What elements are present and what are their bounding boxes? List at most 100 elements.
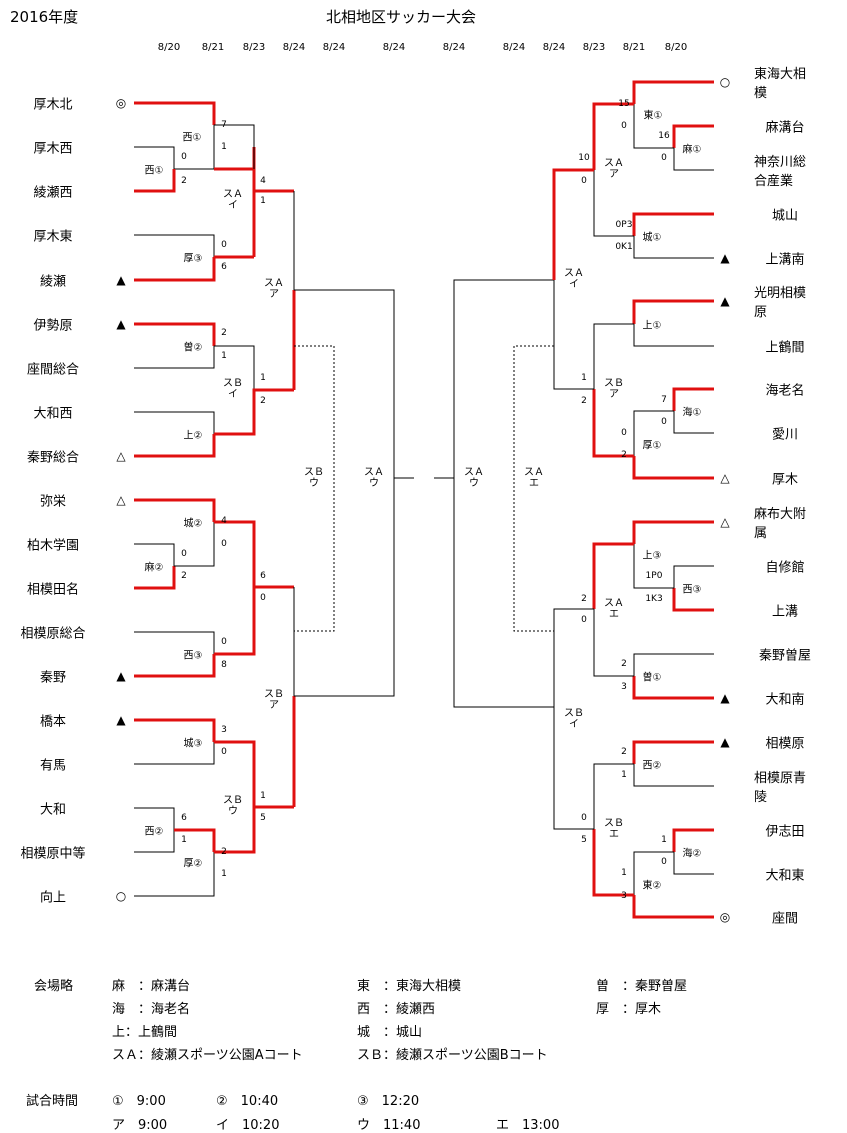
legend-item: スＢ：綾瀬スポーツ公園Bコート	[357, 1048, 548, 1063]
winner-path	[214, 388, 294, 436]
bracket-path	[134, 807, 175, 830]
game-label: 西③	[682, 584, 702, 596]
winner-path	[214, 585, 294, 656]
game-label: 厚①	[642, 440, 662, 452]
team-name: 厚木東	[33, 229, 73, 245]
score: 7	[661, 395, 667, 405]
winner-path	[632, 520, 714, 544]
team-name: 大和南	[765, 692, 805, 708]
score: 15	[618, 99, 630, 109]
legend-item: 城 ：城山	[357, 1025, 423, 1040]
bracket-path	[633, 544, 674, 589]
time-item: ア 9:00	[112, 1118, 168, 1133]
score: 1	[661, 835, 667, 845]
winner-path	[134, 654, 216, 678]
venue-label: スＢ ア	[604, 378, 624, 400]
game-label: 上①	[642, 320, 662, 332]
round-date: 8/24	[282, 42, 306, 53]
bracket-path	[294, 289, 414, 479]
winner-path	[552, 168, 594, 280]
team-name: 城山	[771, 208, 799, 224]
winner-path	[252, 189, 294, 257]
bracket-path	[434, 279, 554, 479]
seed-mark: ▲	[720, 735, 730, 749]
winner-path	[672, 387, 714, 411]
bracket-path	[593, 609, 634, 677]
bracket-path	[214, 124, 255, 147]
team-name: 橋本	[39, 714, 67, 730]
winner-path	[672, 124, 714, 148]
seed-mark: ▲	[116, 317, 126, 331]
team-name: 相模原青陵	[754, 771, 807, 805]
team-name: 厚木	[771, 472, 799, 488]
winner-path	[134, 101, 216, 125]
time-item: ③ 12:20	[357, 1094, 420, 1109]
score: 0	[621, 121, 627, 131]
venue-label: スＡ ウ	[364, 467, 384, 489]
team-name: 厚木北	[33, 97, 73, 113]
bracket-path	[593, 170, 634, 237]
round-date: 8/24	[542, 42, 566, 53]
team-name: 相模田名	[26, 582, 80, 598]
team-name: 秦野曽屋	[758, 648, 812, 664]
team-name: 相模原中等	[20, 846, 86, 862]
score: 0	[181, 152, 187, 162]
bracket-path	[673, 565, 714, 588]
score: 1	[621, 868, 627, 878]
seed-mark: ▲	[116, 273, 126, 287]
bracket-path	[633, 236, 714, 259]
team-name: 麻溝台	[765, 120, 805, 136]
bracket-path	[134, 830, 175, 853]
venue-label: スＡ イ	[223, 189, 243, 211]
bracket-path	[633, 104, 674, 149]
time-item: ウ 11:40	[357, 1118, 421, 1133]
seed-mark: ▲	[720, 691, 730, 705]
team-name: 神奈川総合産業	[754, 155, 807, 189]
team-name: 綾瀬西	[33, 185, 73, 201]
score: 1	[221, 869, 227, 879]
game-label: 海②	[682, 848, 702, 860]
venue-label: スＢ イ	[223, 378, 243, 400]
score: 0	[661, 417, 667, 427]
team-name: 柏木学園	[26, 538, 80, 554]
time-item: エ 13:00	[496, 1118, 560, 1133]
score: 2	[181, 571, 187, 581]
round-date: 8/24	[382, 42, 406, 53]
score: 6	[181, 813, 187, 823]
score: 0P3	[615, 220, 633, 230]
score: 3	[621, 682, 627, 692]
bracket-path	[513, 345, 554, 632]
venue-label: スＡ イ	[564, 268, 584, 290]
winner-path	[214, 147, 256, 171]
seed-mark: ◎	[719, 910, 731, 924]
bracket-path	[553, 280, 594, 390]
bracket-path	[174, 522, 215, 567]
winner-path	[632, 740, 714, 764]
round-date: 8/24	[502, 42, 526, 53]
winner-path	[592, 102, 634, 148]
team-name: 座間総合	[26, 362, 80, 378]
bracket-path	[294, 478, 395, 697]
time-item: イ 10:20	[216, 1118, 280, 1133]
winner-path	[134, 257, 216, 282]
venue-label: スＡ ウ	[464, 467, 484, 489]
game-label: 城②	[183, 518, 203, 530]
legend-item: 厚 ：厚木	[596, 1002, 662, 1017]
round-date: 8/23	[242, 42, 266, 53]
team-name: 有馬	[39, 758, 67, 774]
bracket-path	[134, 234, 215, 257]
team-name: 光明相模原	[754, 286, 807, 320]
score: 2	[581, 396, 587, 406]
legend-item: 上：上鶴間	[112, 1025, 178, 1040]
venue-label: スＢ ア	[264, 689, 284, 711]
team-name: 上鶴間	[765, 340, 805, 356]
score: 0	[221, 747, 227, 757]
team-name: 海老名	[765, 383, 805, 399]
winner-path	[632, 299, 714, 324]
team-name: 秦野	[39, 670, 67, 686]
game-label: 海①	[682, 407, 702, 419]
seed-mark: ▲	[720, 294, 730, 308]
score: 0	[221, 539, 227, 549]
seed-mark: △	[116, 493, 126, 507]
seed-mark: ○	[115, 889, 127, 903]
